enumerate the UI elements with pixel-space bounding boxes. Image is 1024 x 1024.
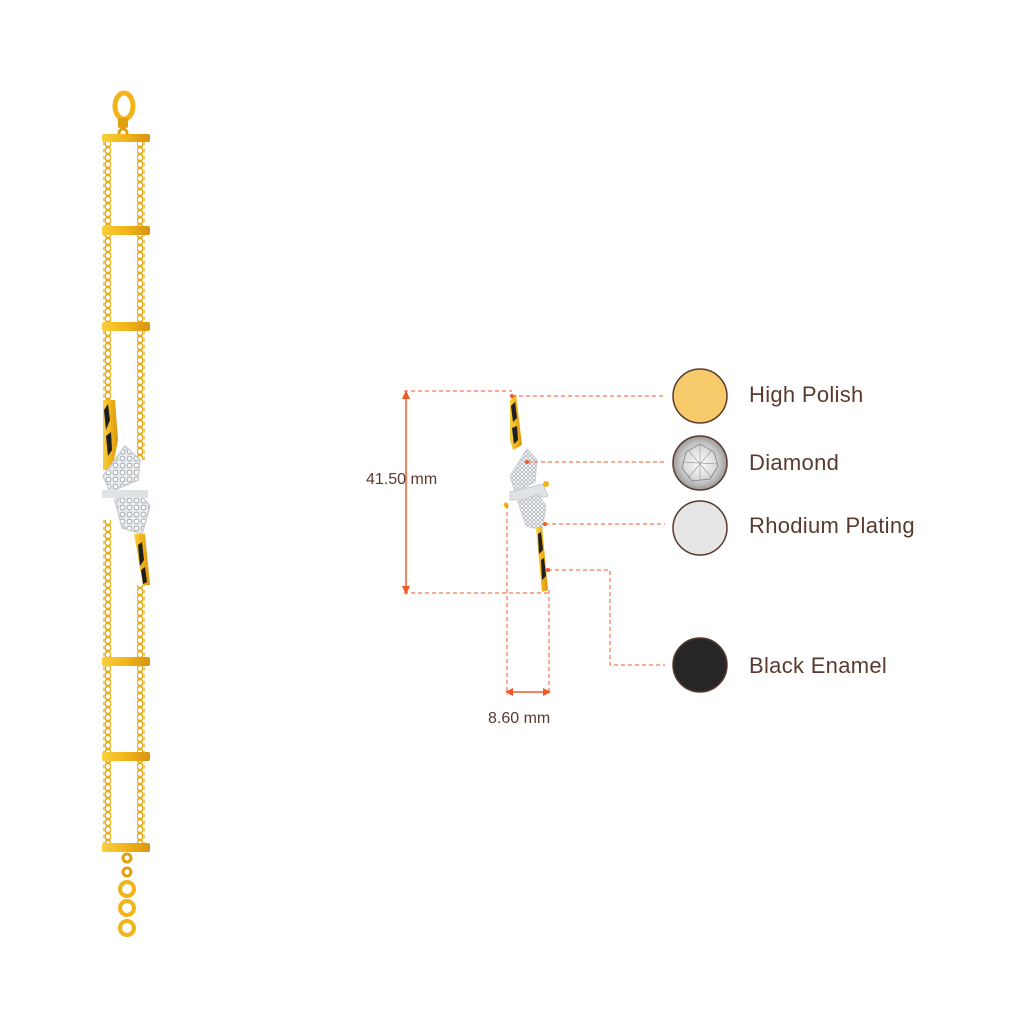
leader-dot-rhodium xyxy=(543,522,547,526)
lobster-clasp xyxy=(112,90,136,139)
leader-dot-diamond xyxy=(525,460,529,464)
legend-label-black-enamel: Black Enamel xyxy=(749,653,888,678)
bracelet-full-view xyxy=(102,90,151,937)
extension-rings xyxy=(118,852,136,937)
black-enamel-swatch-icon xyxy=(672,637,728,693)
motif-detail-view xyxy=(503,394,549,592)
legend-label-high-polish: High Polish xyxy=(749,382,864,407)
station-bar-2 xyxy=(102,322,150,331)
central-motif xyxy=(102,400,151,585)
chain-lower-right xyxy=(137,585,145,850)
legend-label-rhodium-plating: Rhodium Plating xyxy=(749,513,915,538)
chain-upper-right xyxy=(137,142,145,460)
rhodium-swatch-icon xyxy=(672,500,728,556)
legend-label-diamond: Diamond xyxy=(749,450,840,475)
dimension-height xyxy=(402,390,550,595)
station-bar-3 xyxy=(102,657,150,666)
dimension-width xyxy=(505,505,551,696)
station-bar-4 xyxy=(102,752,150,761)
station-bar-1 xyxy=(102,226,150,235)
height-dimension-label: 41.50 mm xyxy=(366,471,438,488)
leader-dot-black-enamel xyxy=(546,568,550,572)
end-bar-top xyxy=(102,134,150,142)
end-bar-bottom xyxy=(102,843,150,852)
chain-lower-left xyxy=(103,520,111,850)
leader-lines xyxy=(512,395,665,666)
chain-upper-left xyxy=(103,142,111,400)
legend-swatches xyxy=(672,368,728,693)
leader-dot-high-polish xyxy=(510,394,514,398)
diamond-swatch-icon xyxy=(672,435,728,491)
width-dimension-label: 8.60 mm xyxy=(488,710,551,727)
high-polish-swatch-icon xyxy=(672,368,728,424)
